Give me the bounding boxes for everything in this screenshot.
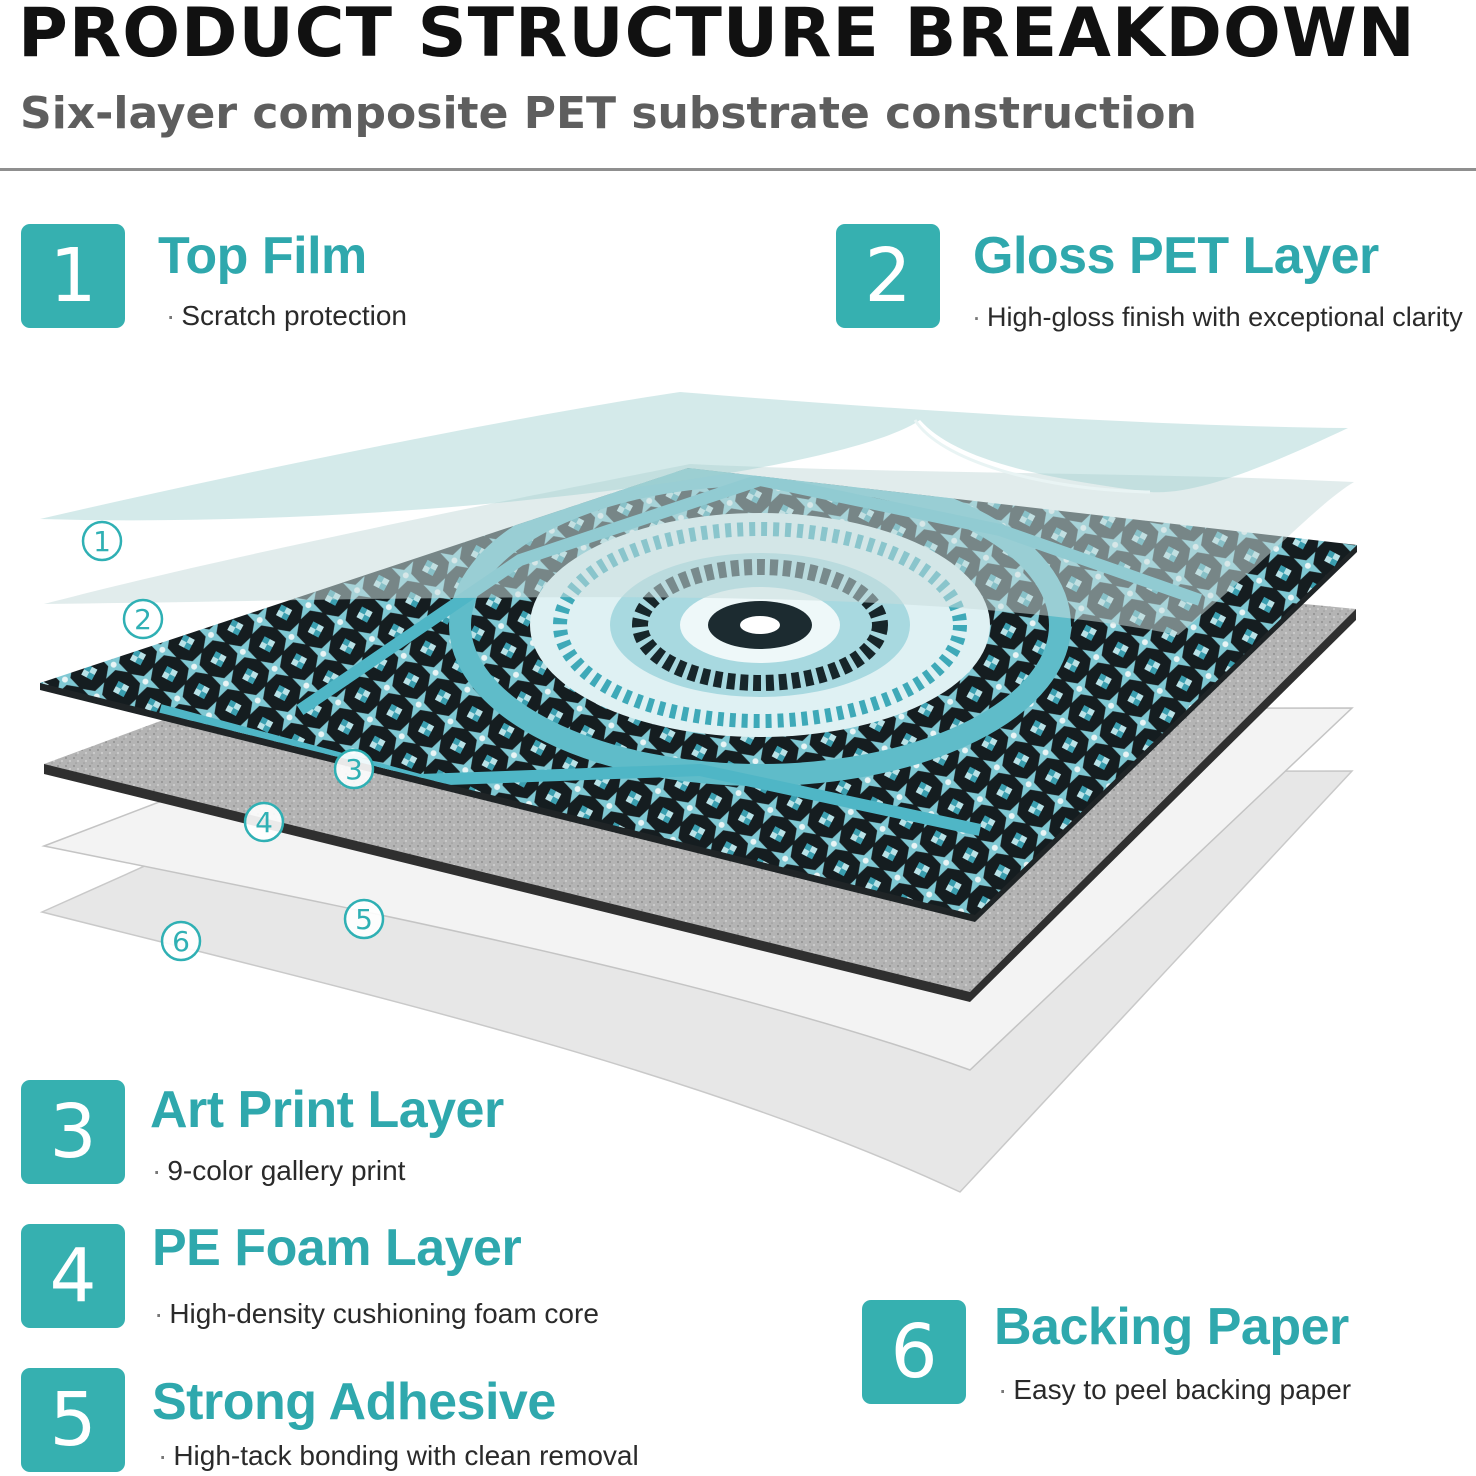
page-subtitle: Six-layer composite PET substrate constr…: [20, 88, 1197, 139]
layer-4-description: ·High-density cushioning foam core: [154, 1298, 599, 1330]
top-film-highlight: [913, 419, 1151, 494]
bullet-dot: ·: [158, 1440, 168, 1471]
gloss-pet-sheet: [44, 464, 1354, 635]
bullet-dot: ·: [972, 302, 981, 332]
layer-5-description: ·High-tack bonding with clean removal: [158, 1440, 639, 1472]
header-divider: [0, 168, 1476, 171]
marker-4-label: 4: [255, 806, 273, 839]
marker-5-label: 5: [355, 903, 373, 936]
bullet-dot: ·: [998, 1374, 1008, 1405]
layer-5-description-text: High-tack bonding with clean removal: [173, 1440, 639, 1471]
layer-4-number-badge: 4: [21, 1224, 125, 1328]
layer-4-name: PE Foam Layer: [152, 1219, 522, 1277]
layer-6-number-badge: 6: [862, 1300, 966, 1404]
layer-stack-diagram: 1 2 3 4 5 6: [39, 392, 1357, 1193]
layer-6-description: ·Easy to peel backing paper: [998, 1374, 1351, 1406]
marker-3-label: 3: [345, 753, 363, 786]
layer-5-number-badge: 5: [21, 1368, 125, 1472]
marker-2-label: 2: [134, 603, 152, 636]
bullet-dot: ·: [166, 300, 176, 331]
layer-1-number-badge: 1: [21, 224, 125, 328]
top-film-sheet: [40, 392, 1348, 521]
diagram-marker-2: 2: [122, 598, 164, 640]
bullet-dot: ·: [152, 1155, 162, 1186]
layer-2-number-badge: 2: [836, 224, 940, 328]
layer-1-name: Top Film: [158, 227, 367, 285]
bullet-dot: ·: [154, 1298, 164, 1329]
layer-3-number-badge: 3: [21, 1080, 125, 1184]
diagram-marker-4: 4: [243, 801, 285, 843]
diagram-marker-5: 5: [343, 898, 385, 940]
marker-1-label: 1: [93, 525, 111, 558]
marker-6-label: 6: [172, 925, 190, 958]
diagram-marker-1: 1: [81, 520, 123, 562]
layer-1-description: ·Scratch protection: [166, 300, 407, 332]
layer-3-description: ·9-color gallery print: [152, 1155, 405, 1187]
layer-5-name: Strong Adhesive: [152, 1373, 556, 1431]
layer-3-description-text: 9-color gallery print: [167, 1155, 406, 1186]
layer-2-name: Gloss PET Layer: [973, 227, 1379, 285]
layer-4-description-text: High-density cushioning foam core: [169, 1298, 599, 1329]
layer-6-description-text: Easy to peel backing paper: [1013, 1374, 1352, 1405]
diagram-marker-6: 6: [160, 920, 202, 962]
page-title: PRODUCT STRUCTURE BREAKDOWN: [18, 0, 1416, 73]
layer-1-description-text: Scratch protection: [181, 300, 407, 331]
layer-6-name: Backing Paper: [994, 1298, 1349, 1356]
layer-2-description: ·High-gloss finish with exceptional clar…: [972, 302, 1463, 333]
diagram-marker-3: 3: [333, 748, 375, 790]
layer-3-name: Art Print Layer: [150, 1081, 504, 1139]
layer-2-description-text: High-gloss finish with exceptional clari…: [987, 302, 1463, 332]
